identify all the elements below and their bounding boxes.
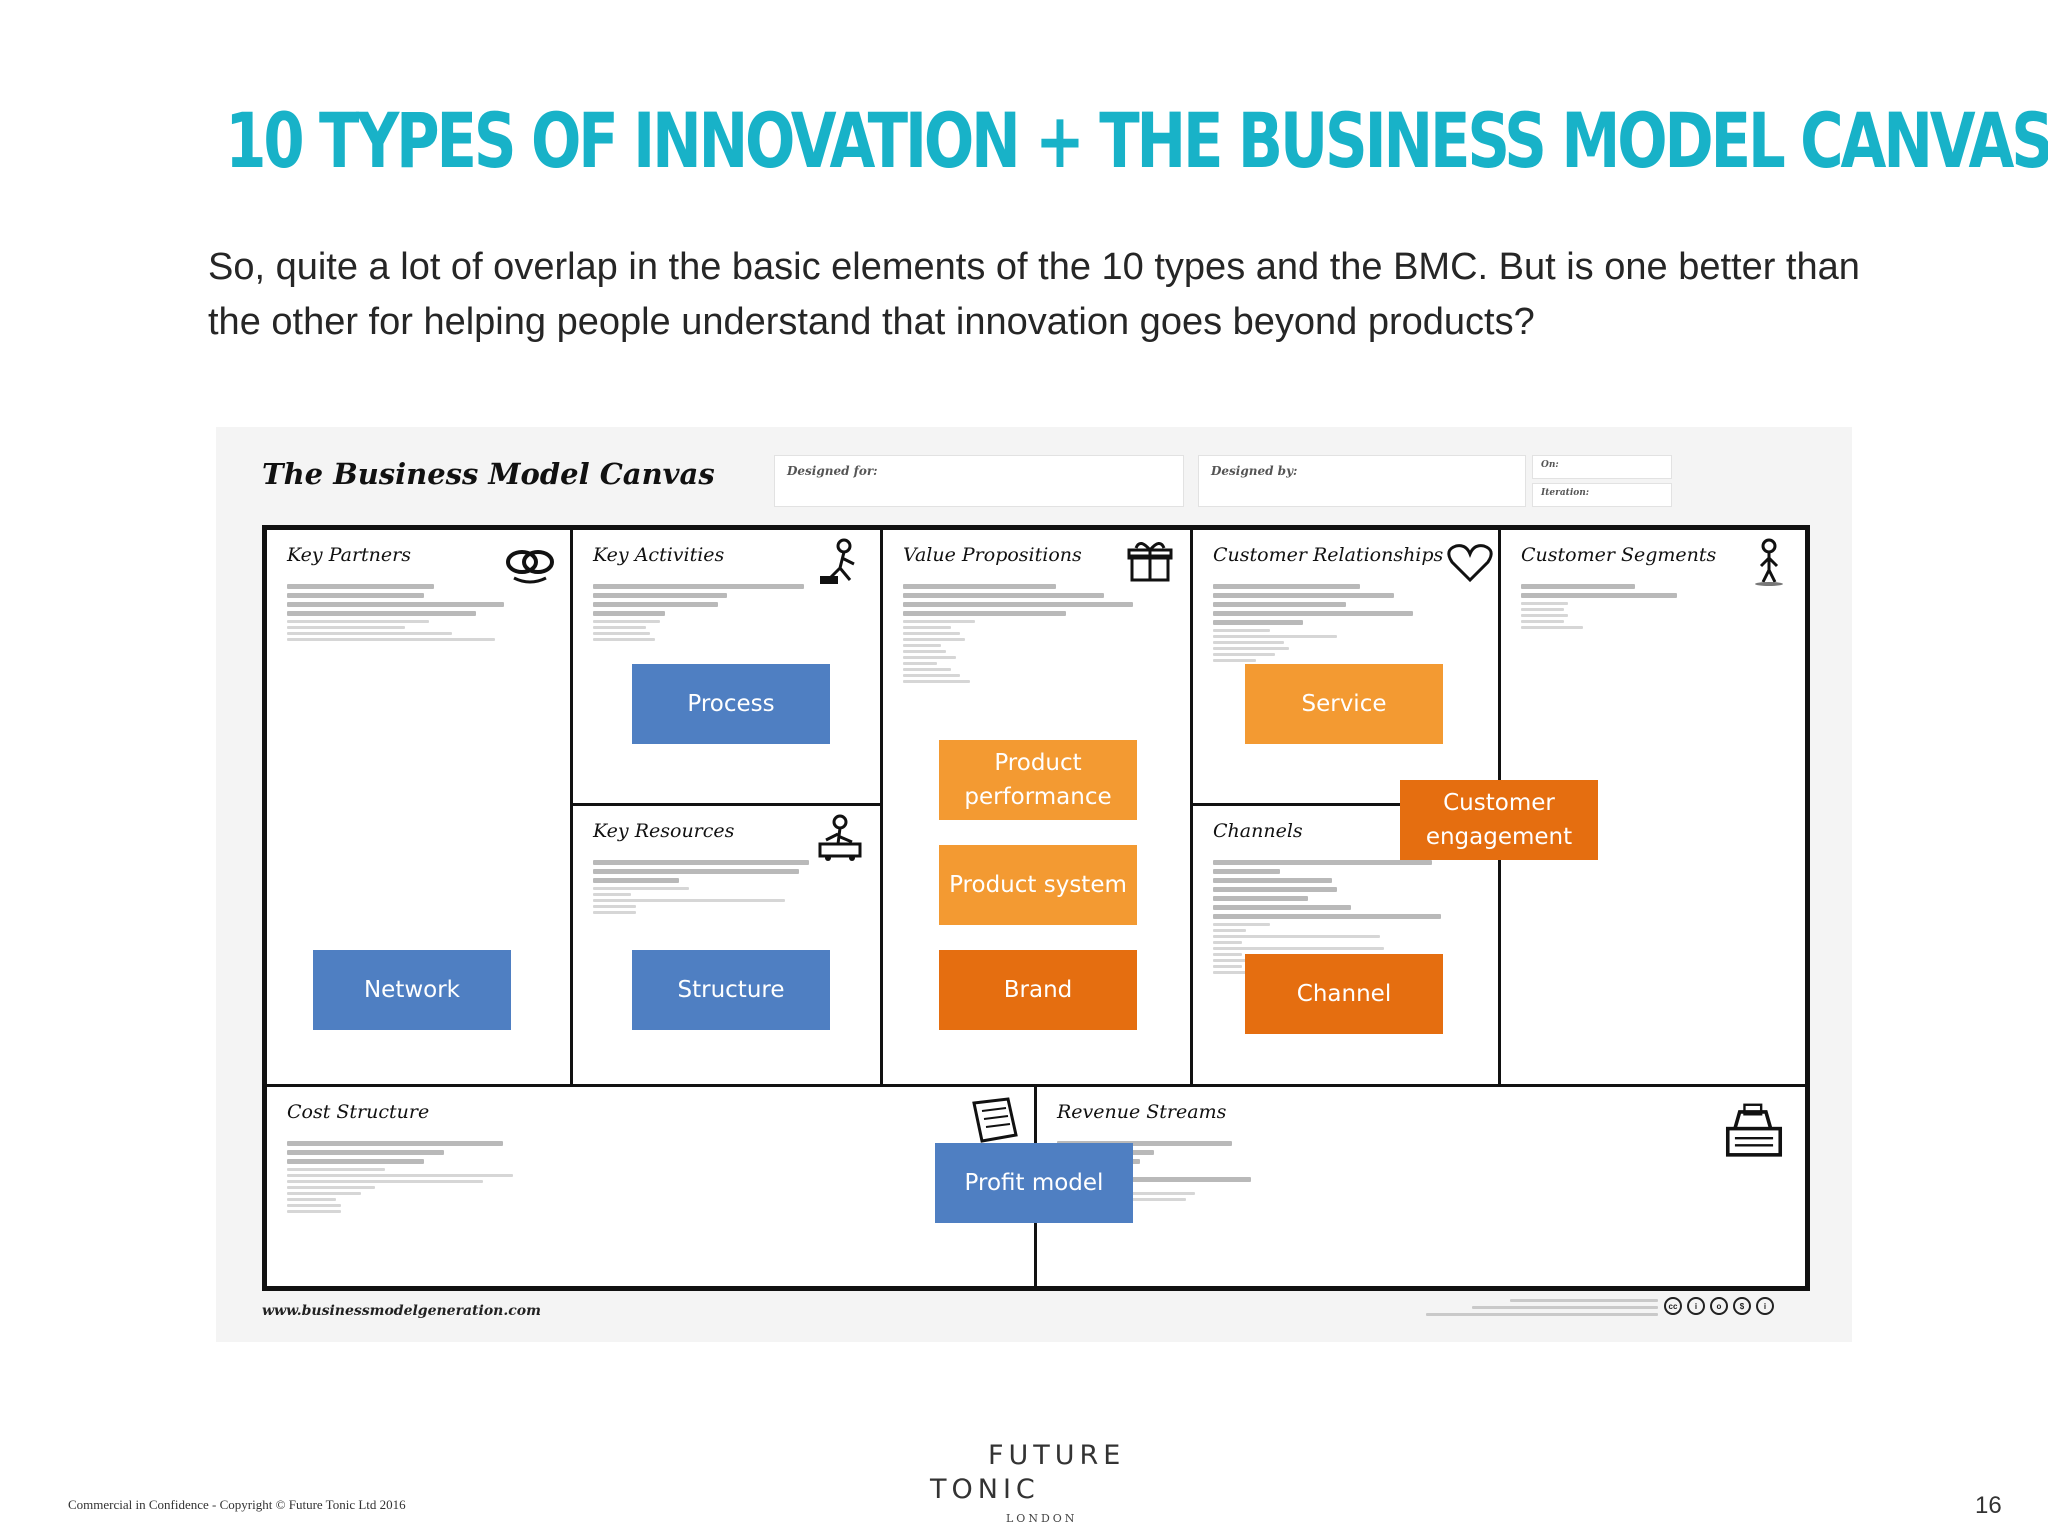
cc-icon: cc — [1664, 1297, 1682, 1315]
cell-key-partners: Key Partners — [267, 530, 573, 1087]
customer-relationships-questions — [1213, 584, 1451, 665]
cell-key-resources: Key Resources — [573, 806, 883, 1087]
value-propositions-title: Value Propositions — [903, 544, 1082, 566]
iteration-field: Iteration: — [1532, 483, 1672, 507]
intro-text: So, quite a lot of overlap in the basic … — [208, 246, 1860, 343]
cell-customer-relationships: Customer Relationships — [1193, 530, 1501, 806]
copyright-notice: Commercial in Confidence - Copyright © F… — [68, 1497, 406, 1512]
logo-line-london: LONDON — [1006, 1512, 1078, 1525]
logo-line-future: FUTURE — [988, 1440, 1126, 1471]
tag-product-system: Product system — [939, 845, 1137, 925]
customer-segments-title: Customer Segments — [1521, 544, 1717, 566]
customer-relationships-title: Customer Relationships — [1213, 544, 1444, 566]
price-tag-icon — [972, 1097, 1018, 1143]
key-partners-title: Key Partners — [287, 544, 411, 566]
cell-revenue-streams: Revenue Streams — [1037, 1087, 1805, 1286]
attribution-icon: i — [1687, 1297, 1705, 1315]
canvas-url: www.businessmodelgeneration.com — [262, 1303, 541, 1319]
canvas-title: The Business Model Canvas — [262, 457, 715, 491]
factory-worker-icon — [818, 814, 862, 861]
cell-customer-segments: Customer Segments — [1501, 530, 1805, 1087]
share-alike-icon: o — [1710, 1297, 1728, 1315]
revenue-streams-title: Revenue Streams — [1057, 1101, 1227, 1123]
tag-structure: Structure — [632, 950, 830, 1030]
customer-segments-questions — [1521, 584, 1758, 632]
designed-for-field: Designed for: — [774, 455, 1184, 507]
noncommercial-icon: $ — [1733, 1297, 1751, 1315]
license-text — [1426, 1299, 1658, 1320]
value-propositions-questions — [903, 584, 1142, 686]
designed-by-label: Designed by: — [1211, 464, 1298, 478]
creative-commons-icons: cc i o $ i — [1664, 1297, 1774, 1315]
cell-key-activities: Key Activities — [573, 530, 883, 806]
tag-customer-engagement: Customer engagement — [1400, 780, 1598, 860]
key-resources-title: Key Resources — [593, 820, 735, 842]
designed-for-label: Designed for: — [787, 464, 878, 478]
page-number: 16 — [1975, 1492, 2002, 1519]
chain-link-icon — [506, 550, 554, 584]
on-label: On: — [1541, 460, 1559, 470]
cash-register-icon — [1725, 1103, 1783, 1157]
cell-cost-structure: Cost Structure — [267, 1087, 1037, 1286]
tag-channel: Channel — [1245, 954, 1443, 1034]
tag-network: Network — [313, 950, 511, 1030]
on-field: On: — [1532, 455, 1672, 479]
key-activities-title: Key Activities — [593, 544, 725, 566]
future-tonic-logo: FUTURE TONIC LONDON — [930, 1440, 1170, 1530]
tag-profit-model: Profit model — [935, 1143, 1133, 1223]
tag-product-performance: Product performance — [939, 740, 1137, 820]
tag-brand: Brand — [939, 950, 1137, 1030]
logo-line-tonic: TONIC — [930, 1474, 1040, 1505]
cost-structure-questions — [287, 1141, 532, 1216]
cost-structure-title: Cost Structure — [287, 1101, 430, 1123]
worker-icon — [820, 538, 855, 584]
key-partners-questions — [287, 584, 523, 644]
designed-by-field: Designed by: — [1198, 455, 1526, 507]
person-icon — [1755, 538, 1783, 586]
heart-icon — [1447, 544, 1493, 583]
person-circle-icon: i — [1756, 1297, 1774, 1315]
gift-icon — [1127, 542, 1173, 582]
slide-title: 10 TYPES OF INNOVATION + THE BUSINESS MO… — [225, 96, 2048, 185]
tag-process: Process — [632, 664, 830, 744]
channels-title: Channels — [1213, 820, 1303, 842]
tag-service: Service — [1245, 664, 1443, 744]
cell-value-propositions: Value Propositions — [883, 530, 1193, 1087]
key-activities-questions — [593, 584, 832, 644]
iteration-label: Iteration: — [1541, 488, 1590, 498]
key-resources-questions — [593, 860, 832, 917]
